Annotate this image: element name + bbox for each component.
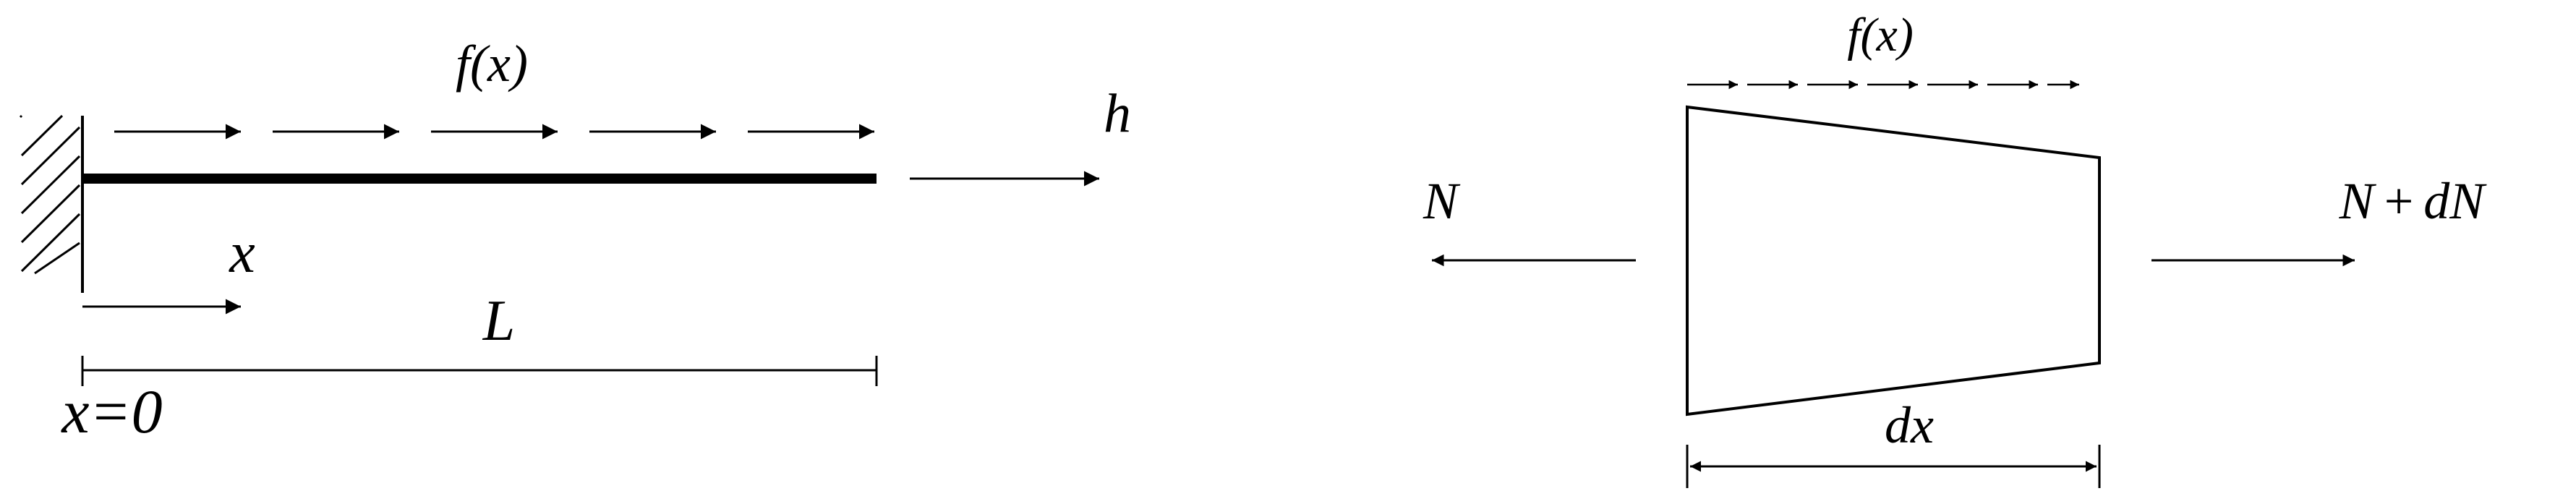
right-force-label-dn: dN <box>2423 172 2487 230</box>
coordinate-label: x <box>229 221 255 285</box>
wall-hatching <box>19 114 81 275</box>
fixed-wall-support <box>19 114 84 293</box>
element-load-label: f(x) <box>1847 9 1914 61</box>
right-force-label-n: N <box>2339 172 2377 230</box>
width-label: dx <box>1885 396 1934 454</box>
length-dimension <box>81 356 878 386</box>
element-trapezoid <box>1686 105 2101 417</box>
width-dimension <box>1686 445 2101 488</box>
left-figure: f(x) h x L x=0 <box>19 35 1131 446</box>
load-label: f(x) <box>456 35 528 93</box>
length-label: L <box>482 289 516 353</box>
tip-force-label: h <box>1104 83 1131 144</box>
right-figure: f(x) N N+dN dx <box>1423 9 2487 488</box>
right-force-label: N+dN <box>2339 172 2488 230</box>
right-force-label-plus: + <box>2384 172 2414 230</box>
origin-label: x=0 <box>60 377 162 446</box>
left-force-label: N <box>1423 172 1461 230</box>
